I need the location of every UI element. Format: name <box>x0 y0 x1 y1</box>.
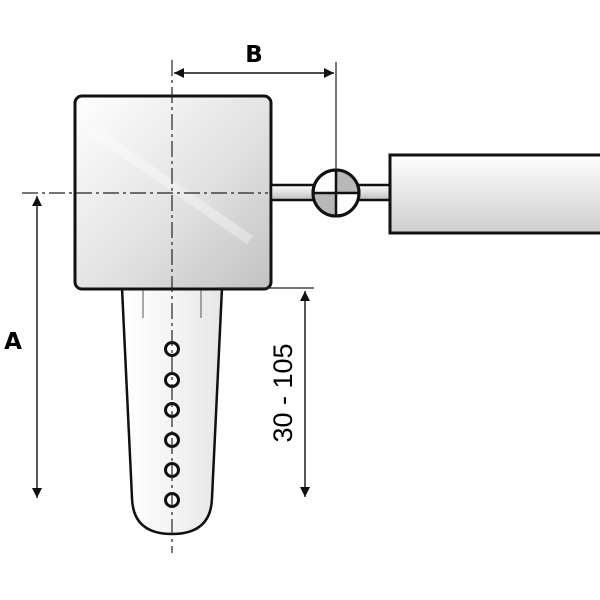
extension-lines <box>218 62 337 289</box>
dimension-range-label: 30 - 105 <box>268 343 298 442</box>
dimension-range: 30 - 105 <box>268 291 310 497</box>
dimension-b: B <box>174 42 334 78</box>
actuator-cylinder <box>388 153 600 235</box>
ball-joint-icon <box>311 168 361 218</box>
dimension-a: A <box>4 196 42 498</box>
dimension-b-label: B <box>245 42 263 68</box>
dimension-a-label: A <box>4 329 22 355</box>
housing-highlight <box>89 125 253 245</box>
centerlines <box>22 60 268 553</box>
